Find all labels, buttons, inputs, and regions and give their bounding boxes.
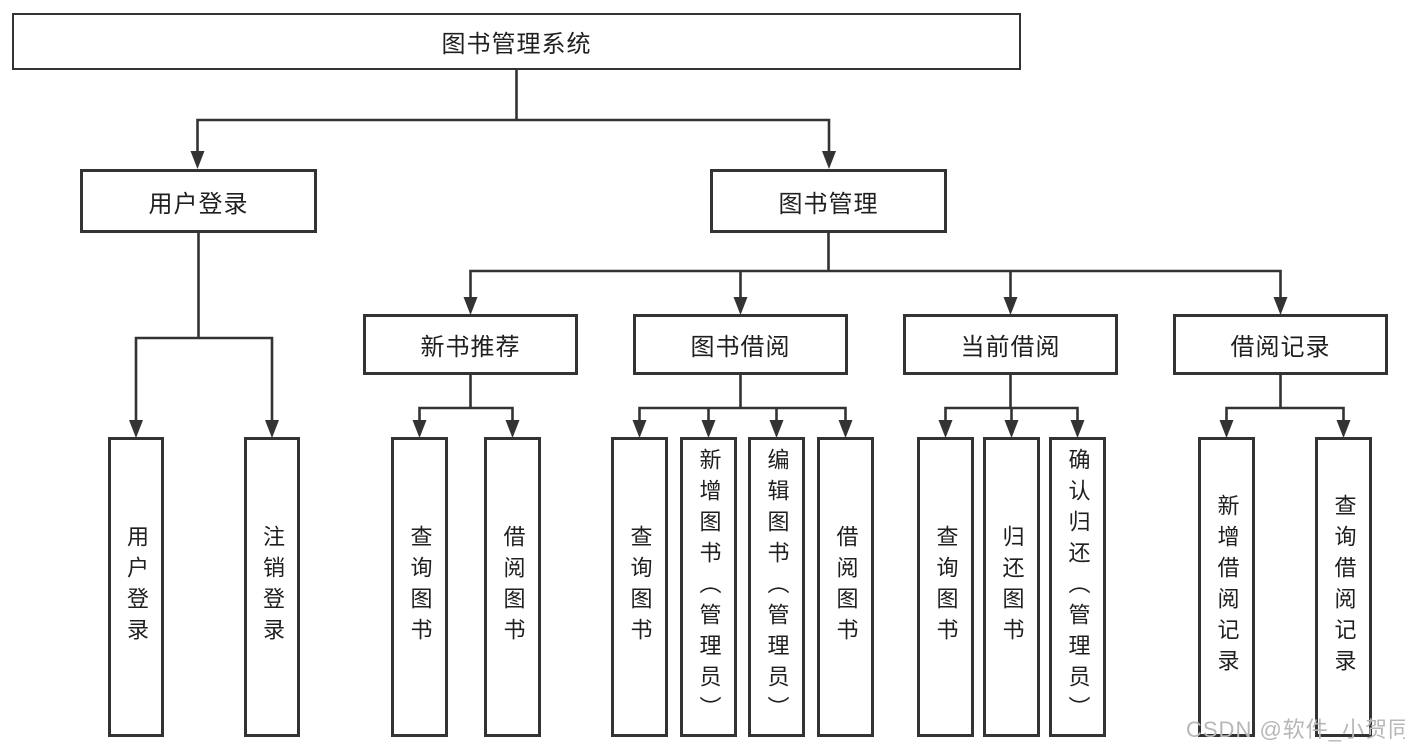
csdn-watermark: CSDN @软件_小贺同学 [1186,717,1405,742]
node-book-management: 图书管理 [710,169,947,233]
arrowhead [838,420,853,438]
arrowhead [822,151,836,169]
connector-book-borrow-split [638,374,847,421]
node-library-management-system: 图书管理系统 [12,13,1021,70]
arrowhead [1336,420,1351,438]
leaf-recommend-query-books: 查询图书 [391,437,448,737]
leaf-return-books: 归还图书 [983,437,1040,737]
leaf-logout: 注销登录 [244,437,300,737]
leaf-user-login: 用户登录 [108,437,164,737]
leaf-add-books-admin: 新增图书（管理员） [680,437,737,737]
arrowhead [701,420,716,438]
connector-current-borrow-split [944,374,1079,421]
leaf-borrow-query-books: 查询图书 [611,437,668,737]
arrowhead [505,420,520,438]
arrowhead [632,420,647,438]
leaf-recommend-borrow-books: 借阅图书 [484,437,541,737]
node-borrowing-records: 借阅记录 [1173,314,1388,375]
arrowhead [412,420,427,438]
connector-user-login-split [134,232,274,421]
arrowhead [1273,297,1288,315]
arrowhead [733,297,748,315]
arrowhead [265,420,279,438]
arrowhead [463,297,478,315]
connector-root-split [196,70,831,152]
connector-borrow-records-split [1225,374,1345,421]
arrowhead [1070,420,1085,438]
arrowhead [129,420,143,438]
arrowhead [1003,297,1018,315]
leaf-edit-books-admin: 编辑图书（管理员） [748,437,805,737]
arrowhead [1219,420,1234,438]
connector-new-book-split [418,374,514,421]
node-new-book-recommendation: 新书推荐 [363,314,578,375]
leaf-add-borrow-record: 新增借阅记录 [1198,437,1255,737]
node-user-login: 用户登录 [80,169,317,233]
node-book-borrowing: 图书借阅 [633,314,848,375]
leaf-query-borrow-record: 查询借阅记录 [1315,437,1372,737]
leaf-current-query-books: 查询图书 [917,437,974,737]
arrowhead [769,420,784,438]
arrowhead [938,420,953,438]
arrowhead [1004,420,1019,438]
leaf-confirm-return-admin: 确认归还（管理员） [1049,437,1106,737]
arrowhead [190,151,205,169]
node-current-borrowing: 当前借阅 [903,314,1118,375]
connector-book-management-split [469,232,1282,298]
leaf-borrow-books: 借阅图书 [817,437,874,737]
